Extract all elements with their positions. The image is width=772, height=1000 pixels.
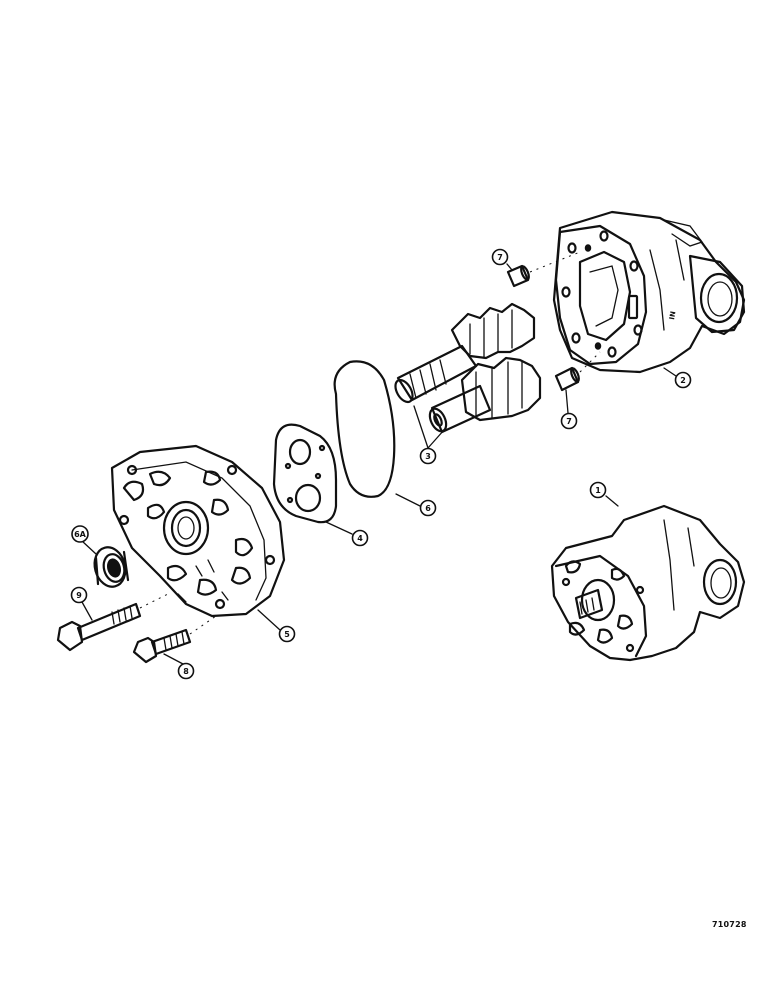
gasket-part: [272, 423, 338, 524]
callout-5-label: 5: [284, 630, 290, 639]
callout-8: 8: [177, 662, 195, 680]
leader-4: [325, 521, 353, 535]
leader-1: [605, 495, 619, 507]
o-ring-seal-part: [333, 360, 396, 498]
callout-7-upper-label: 7: [497, 253, 503, 262]
dowel-pin-lower: [554, 366, 580, 392]
dowel-lower-alignment-line: [579, 351, 601, 373]
leader-2: [663, 367, 677, 377]
callout-4: 4: [351, 529, 369, 547]
callout-5: 5: [278, 625, 296, 643]
long-bolt-part: [56, 602, 142, 652]
callout-2-label: 2: [680, 376, 686, 385]
callout-7-lower: 7: [560, 412, 578, 430]
leader-lines: [81, 263, 677, 665]
long-bolt-alignment-line: [139, 593, 169, 609]
callout-2: 2: [674, 371, 692, 389]
leader-5: [257, 609, 281, 631]
callout-9-label: 9: [76, 591, 82, 600]
callout-6-label: 6: [425, 504, 431, 513]
cover-plate-part: [110, 444, 286, 618]
leader-8: [163, 653, 184, 665]
leader-3: [413, 405, 445, 449]
short-bolt-part: [132, 628, 192, 664]
callout-4-label: 4: [357, 534, 363, 543]
leader-7-upper: [506, 263, 513, 271]
leader-9: [81, 601, 93, 621]
callout-9: 9: [70, 586, 88, 604]
housing-inlet-marking: IN: [668, 310, 677, 320]
callout-1-label: 1: [595, 486, 601, 495]
pump-housing-part: IN: [552, 210, 746, 374]
callout-8-label: 8: [183, 667, 189, 676]
drawing-number: 710728: [712, 920, 747, 929]
callout-6: 6: [419, 499, 437, 517]
leader-6: [395, 493, 421, 507]
callout-3-label: 3: [425, 452, 431, 461]
dowel-upper-alignment-line: [529, 251, 581, 273]
callout-7-lower-label: 7: [566, 417, 572, 426]
assembled-pump-part: [550, 504, 746, 662]
short-bolt-alignment-line: [189, 615, 217, 635]
leader-7-lower: [565, 389, 569, 414]
leader-6a: [81, 540, 97, 555]
callout-6a: 6A: [71, 525, 89, 543]
callout-6a-label: 6A: [74, 530, 87, 539]
callout-3: 3: [419, 447, 437, 465]
gear-set-part: [394, 302, 542, 434]
shaft-seal-part: [93, 546, 130, 588]
callout-7-upper: 7: [491, 248, 509, 266]
dowel-pin-upper: [506, 264, 530, 288]
callout-1: 1: [589, 481, 607, 499]
